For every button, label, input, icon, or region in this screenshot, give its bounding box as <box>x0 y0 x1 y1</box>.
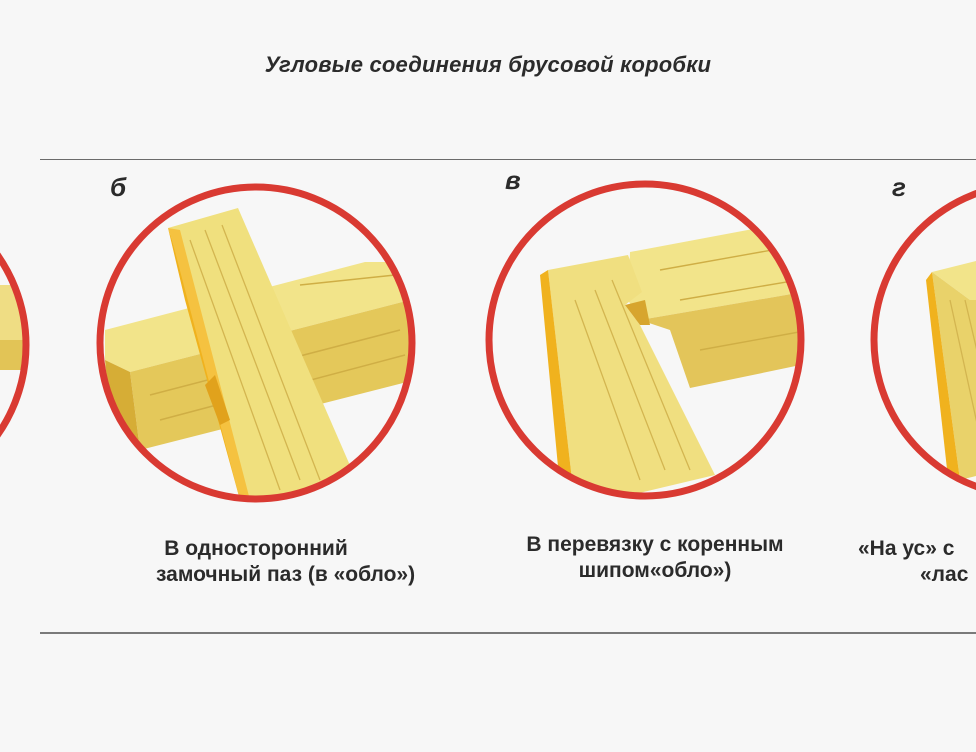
label-letter-v: в <box>505 165 521 195</box>
label-letter-g: г <box>892 172 906 202</box>
joint-a-partial <box>0 252 30 438</box>
joint-b-circle <box>96 183 416 503</box>
beam-v-horizontal-front <box>640 290 801 388</box>
caption-b: В односторонний замочный паз (в «обло») <box>156 536 416 588</box>
joint-a-circle <box>0 252 30 438</box>
caption-b-line2: замочный паз (в «обло») <box>156 563 416 586</box>
joint-g-circle <box>870 189 976 491</box>
joint-v-circle <box>485 180 805 500</box>
label-letter-b: б <box>110 172 127 202</box>
diagram-title: Угловые соединения брусовой коробки <box>264 52 712 77</box>
beam-b-vertical-front <box>168 208 352 499</box>
caption-v: В перевязку с коренным шипом«обло») <box>505 532 805 584</box>
joint-g-partial <box>870 189 976 491</box>
caption-v-line2: шипом«обло») <box>578 559 732 582</box>
caption-g-line2: «лас <box>920 563 969 586</box>
bottom-divider <box>40 632 976 634</box>
beam-g-top <box>932 255 976 300</box>
caption-g: «На ус» с «лас <box>858 536 976 588</box>
top-divider <box>40 159 976 160</box>
caption-g-line1: «На ус» с <box>858 537 955 560</box>
caption-b-line1: В односторонний <box>164 537 348 560</box>
joint-v <box>485 180 805 500</box>
joint-b <box>96 183 416 503</box>
beam-v-vertical-front <box>548 255 715 496</box>
caption-v-line1: В перевязку с коренным <box>526 533 784 556</box>
